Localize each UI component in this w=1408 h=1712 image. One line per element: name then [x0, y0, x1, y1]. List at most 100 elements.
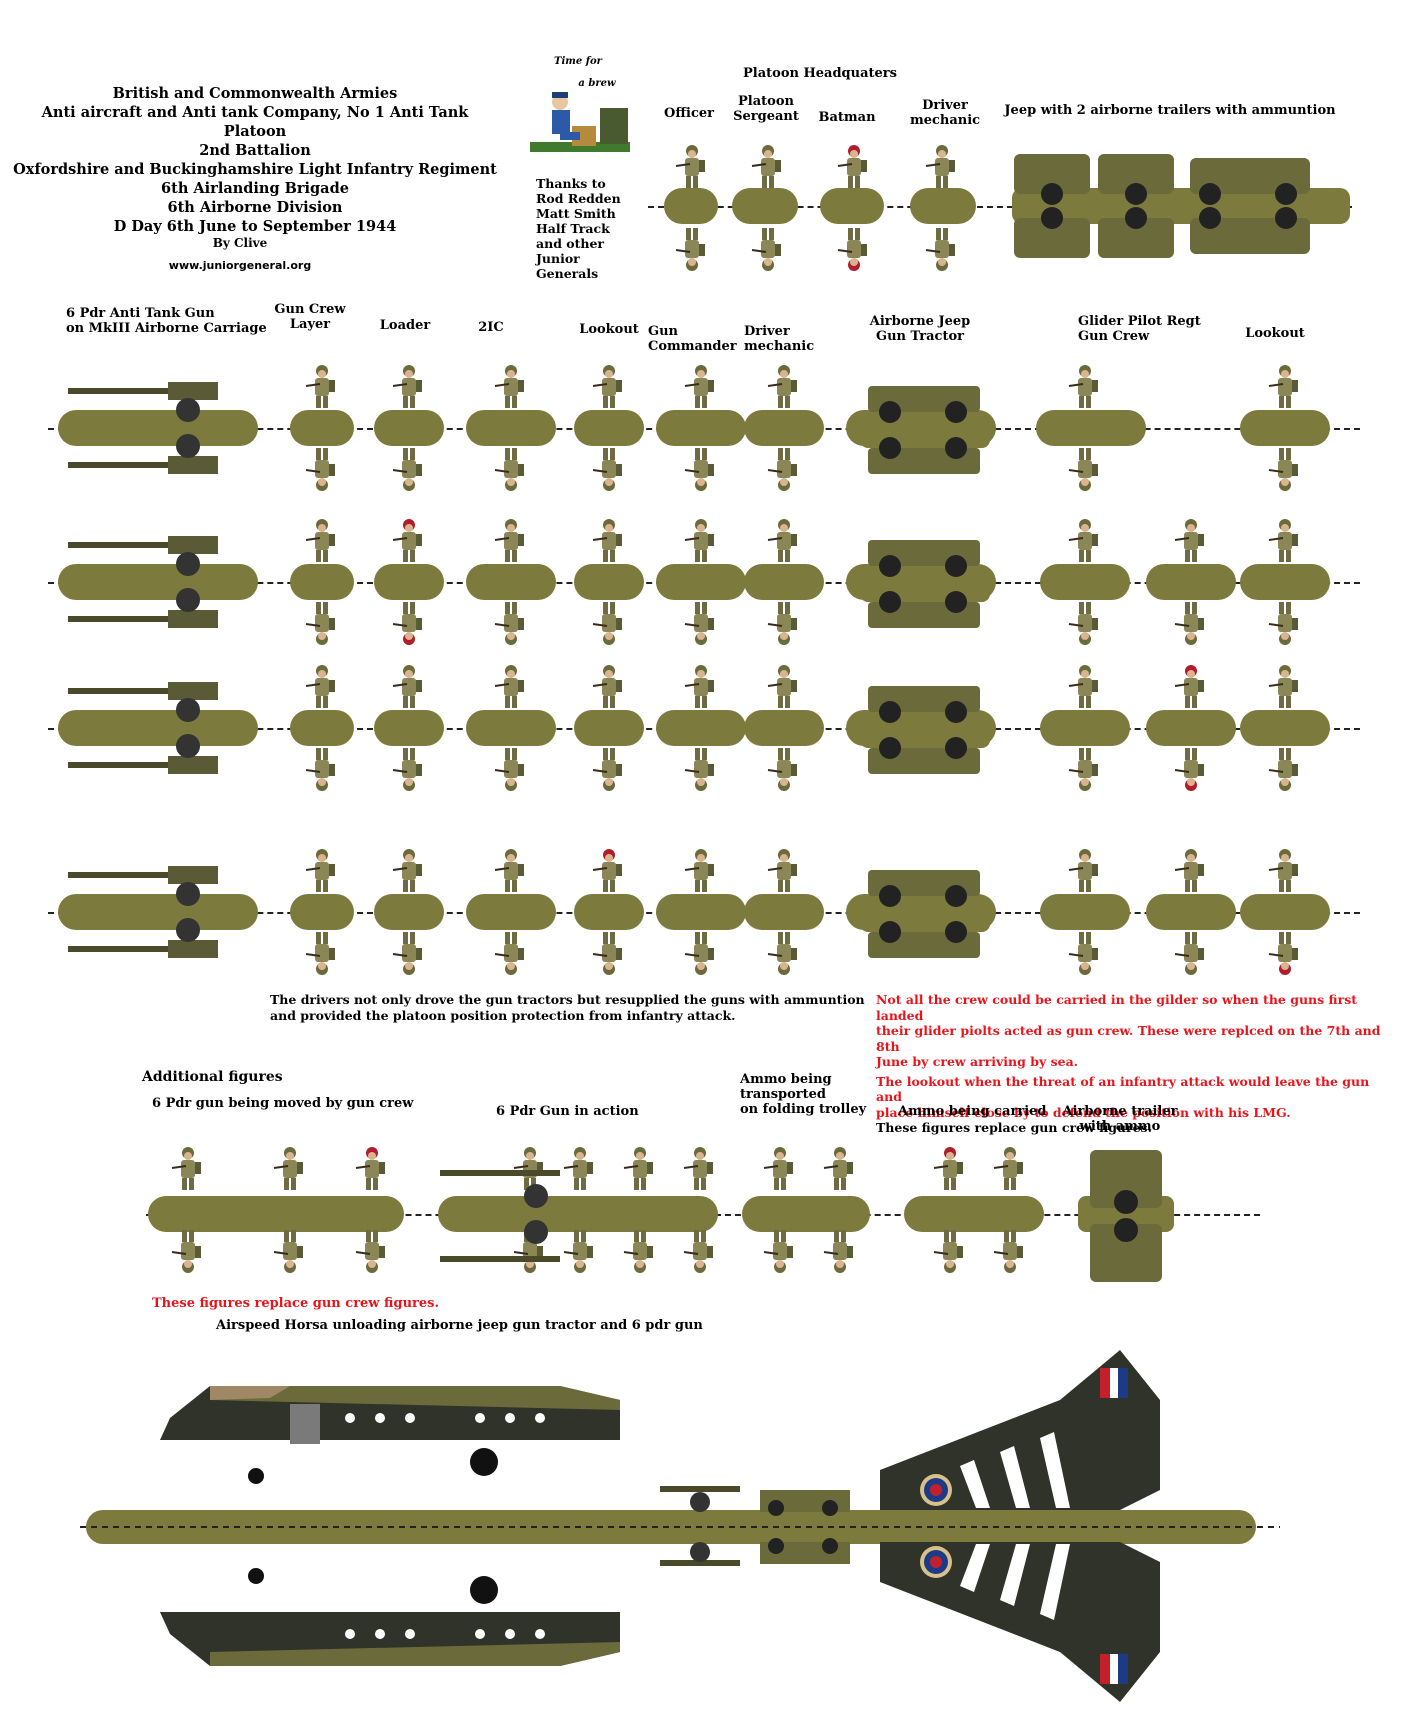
author: By Clive	[212, 236, 268, 250]
soldier-figure	[592, 448, 622, 491]
label-layer: Gun Crew Layer	[270, 302, 350, 332]
batman-base	[820, 188, 884, 224]
label-line: 6 Pdr Anti Tank Gun	[66, 306, 215, 321]
label-officer: Officer	[664, 106, 714, 121]
soldier-figure	[592, 665, 622, 708]
figure-base	[744, 710, 824, 746]
soldier-figure	[392, 849, 422, 892]
soldier-figure	[1268, 602, 1298, 645]
figure-base	[574, 410, 644, 446]
soldier-figure	[592, 932, 622, 975]
soldier-figure	[675, 145, 705, 188]
label-loader: Loader	[379, 318, 431, 333]
soldier-figure	[1174, 932, 1204, 975]
trailer-icon	[1014, 154, 1310, 258]
label-line: Gun	[648, 324, 679, 339]
label-line: Layer	[289, 317, 331, 332]
jeep-icon	[860, 386, 990, 474]
label-line: transported	[740, 1087, 827, 1102]
trolley-base	[742, 1196, 870, 1232]
soldier-figure	[494, 365, 524, 408]
thanks-line: Half Track	[536, 221, 610, 236]
soldier-figure	[305, 602, 335, 645]
soldier-figure	[1068, 602, 1098, 645]
title-line: Oxfordshire and Buckinghamshire Light In…	[13, 161, 497, 178]
label-line: Driver	[744, 324, 790, 339]
soldier-figure	[767, 849, 797, 892]
label-ammo-trolley: Ammo being transported on folding trolle…	[740, 1072, 866, 1117]
soldier-figure	[392, 748, 422, 791]
soldier-figure	[1068, 365, 1098, 408]
soldier-figure	[1174, 849, 1204, 892]
soldier-figure	[767, 748, 797, 791]
gun-icon	[58, 866, 258, 958]
soldier-figure	[392, 519, 422, 562]
label-line: Gun Crew	[274, 302, 346, 317]
soldier-figure	[684, 665, 714, 708]
note-line: and provided the platoon position protec…	[270, 1007, 736, 1023]
soldier-figure	[392, 932, 422, 975]
soldier-figure	[767, 519, 797, 562]
figure-base	[374, 894, 444, 930]
page-title: British and Commonwealth Armies Anti air…	[10, 84, 500, 236]
figure-base	[290, 710, 354, 746]
figure-base	[1040, 710, 1130, 746]
thanks-line: Junior	[536, 251, 580, 266]
label-horsa: Airspeed Horsa unloading airborne jeep g…	[216, 1318, 703, 1333]
soldier-figure	[767, 665, 797, 708]
figure-base	[290, 410, 354, 446]
figure-base	[574, 564, 644, 600]
soldier-figure	[592, 602, 622, 645]
figure-base	[1040, 894, 1130, 930]
brew-caption: a brew	[578, 78, 616, 89]
figure-base	[744, 410, 824, 446]
note-line: The drivers not only drove the gun tract…	[270, 992, 865, 1007]
figure-base	[744, 564, 824, 600]
figure-base	[1240, 564, 1330, 600]
soldier-figure	[273, 1230, 303, 1273]
soldier-figure	[767, 365, 797, 408]
soldier-figure	[1068, 849, 1098, 892]
soldier-figure	[1174, 748, 1204, 791]
soldier-figure	[563, 1230, 593, 1273]
jeep-icon	[860, 686, 990, 774]
soldier-figure	[171, 1230, 201, 1273]
soldier-figure	[305, 932, 335, 975]
figure-base	[1036, 410, 1146, 446]
figure-base	[574, 710, 644, 746]
label-gun: 6 Pdr Anti Tank Gun on MkIII Airborne Ca…	[66, 306, 276, 336]
soldier-figure	[684, 365, 714, 408]
soldier-figure	[925, 145, 955, 188]
label-line: with ammo	[1079, 1119, 1161, 1134]
label-line: Sergeant	[733, 109, 799, 124]
replace-note: These figures replace gun crew figures.	[152, 1296, 439, 1311]
soldier-figure	[592, 519, 622, 562]
soldier-figure	[592, 365, 622, 408]
soldier-figure	[1068, 519, 1098, 562]
soldier-figure	[623, 1230, 653, 1273]
soldier-figure	[1174, 665, 1204, 708]
soldier-figure	[1268, 932, 1298, 975]
title-line: D Day 6th June to September 1944	[113, 218, 397, 235]
soldier-figure	[305, 519, 335, 562]
soldier-figure	[305, 448, 335, 491]
figure-base	[374, 564, 444, 600]
title-line: 6th Airlanding Brigade	[161, 180, 349, 197]
brew-caption: Time for	[554, 56, 602, 67]
soldier-figure	[993, 1147, 1023, 1190]
soldier-figure	[273, 1147, 303, 1190]
figure-base	[1240, 894, 1330, 930]
soldier-figure	[494, 519, 524, 562]
soldier-figure	[355, 1230, 385, 1273]
soldier-figure	[392, 365, 422, 408]
figure-base	[1240, 410, 1330, 446]
label-sergeant: Platoon Sergeant	[726, 94, 806, 124]
soldier-figure	[933, 1147, 963, 1190]
figure-base	[1040, 564, 1130, 600]
soldier-figure	[823, 1147, 853, 1190]
soldier-figure	[623, 1147, 653, 1190]
label-gun-moved: 6 Pdr gun being moved by gun crew	[152, 1096, 414, 1111]
gun-icon	[58, 682, 258, 774]
glider-crew-note: Not all the crew could be carried in the…	[876, 992, 1396, 1136]
figure-base	[744, 894, 824, 930]
